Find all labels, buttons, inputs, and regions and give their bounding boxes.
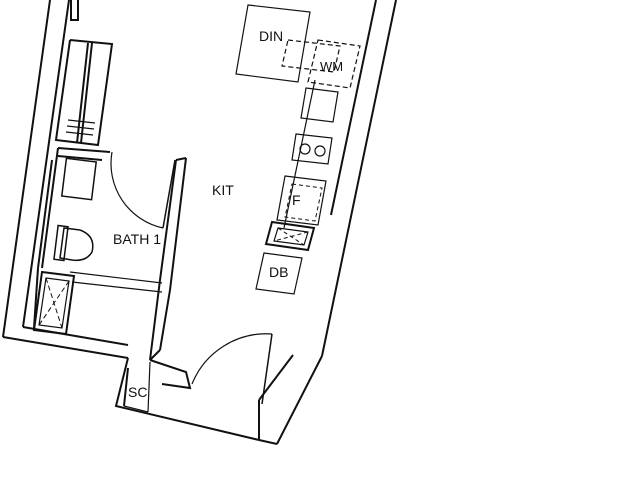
bath-door-swing bbox=[110, 151, 164, 229]
entrance bbox=[149, 333, 273, 405]
bathroom-walls bbox=[33, 147, 187, 361]
shoe-cabinet-area bbox=[114, 357, 260, 441]
shoe-cabinet-label: SC bbox=[128, 384, 147, 400]
toilet-cistern bbox=[53, 224, 69, 262]
dining-label: DIN bbox=[259, 28, 283, 44]
shower bbox=[32, 270, 76, 336]
bathroom-label: BATH 1 bbox=[113, 231, 161, 247]
basin bbox=[60, 157, 98, 201]
top-left-notch bbox=[70, 0, 79, 21]
kitchen-label: KIT bbox=[212, 182, 234, 198]
washing-machine-label: WM bbox=[320, 59, 343, 74]
toilet bbox=[59, 227, 94, 262]
right-exterior-wall bbox=[258, 0, 397, 445]
dining-table bbox=[235, 4, 341, 83]
fridge-label: F bbox=[292, 192, 301, 208]
utility-box bbox=[264, 220, 316, 252]
kitchen-counter bbox=[276, 79, 339, 229]
distribution-board bbox=[255, 252, 303, 295]
bath-door-leaf bbox=[162, 159, 176, 229]
washing-machine bbox=[307, 39, 361, 89]
wardrobe bbox=[54, 39, 114, 147]
distribution-board-label: DB bbox=[269, 264, 288, 280]
